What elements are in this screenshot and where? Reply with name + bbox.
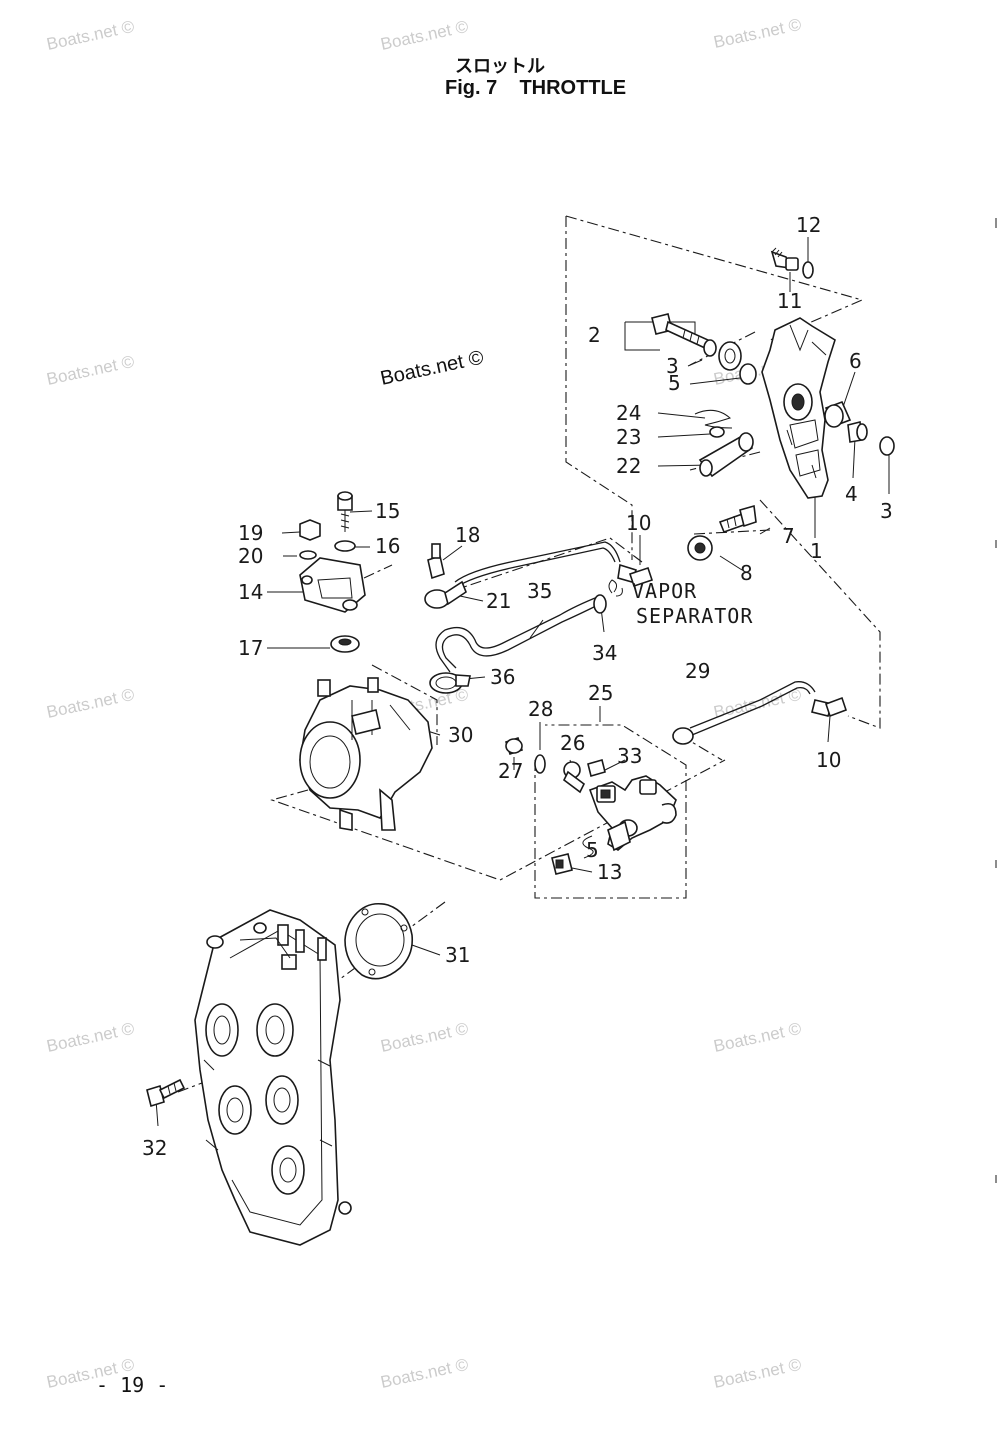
watermark: Boats.net © <box>45 685 137 722</box>
callout-31: 31 <box>445 943 470 967</box>
watermark: Boats.net © <box>712 1019 804 1056</box>
page-number: - 19 - <box>96 1373 169 1397</box>
gasket-31 <box>344 902 414 980</box>
callout-17: 17 <box>238 636 263 660</box>
callout-10: 10 <box>626 511 651 535</box>
watermark: Boats.net © <box>712 685 804 722</box>
watermark: Boats.net © <box>45 1019 137 1056</box>
title-japanese: スロットル <box>455 56 545 77</box>
callout-28: 28 <box>528 697 553 721</box>
watermark: Boats.net © <box>712 1355 804 1392</box>
callout-5: 5 <box>668 371 681 395</box>
callout-32: 32 <box>142 1136 167 1160</box>
callout-16: 16 <box>375 534 400 558</box>
callout-2: 2 <box>588 323 601 347</box>
callout-24: 24 <box>616 401 641 425</box>
watermark: Boats.net © <box>712 15 804 52</box>
callout-3: 3 <box>666 354 679 378</box>
watermark: Boats.net © <box>45 17 137 54</box>
callout-1: 1 <box>810 539 823 563</box>
callout-4: 4 <box>845 482 858 506</box>
callout-27: 27 <box>498 759 523 783</box>
callout-21: 21 <box>486 589 511 613</box>
callout-30: 30 <box>448 723 473 747</box>
watermark-dark: Boats.net © <box>378 347 485 390</box>
callout-18: 18 <box>455 523 480 547</box>
watermark: Boats.net © <box>45 352 137 389</box>
callout-14: 14 <box>238 580 263 604</box>
callout-11: 11 <box>777 289 802 313</box>
watermark: Boats.net © <box>379 17 471 54</box>
vapor-label: VAPOR <box>632 579 697 603</box>
callout-34: 34 <box>592 641 617 665</box>
watermark: Boats.net © <box>379 1019 471 1056</box>
callout-15: 15 <box>375 499 400 523</box>
callout-26: 26 <box>560 731 585 755</box>
throttle-rod-29 <box>672 681 848 745</box>
callout-5: 5 <box>586 838 599 862</box>
callout-33: 33 <box>617 744 642 768</box>
throttle-cam-assembly-25 <box>504 736 677 875</box>
watermarks: Boats.net © Boats.net © Boats.net © Boat… <box>45 15 804 1392</box>
callout-6: 6 <box>849 349 862 373</box>
separator-label: SEPARATOR <box>636 604 753 628</box>
callout-12: 12 <box>796 213 821 237</box>
callout-23: 23 <box>616 425 641 449</box>
callout-36: 36 <box>490 665 515 689</box>
throttle-link-rods <box>424 541 654 694</box>
callout-10: 10 <box>816 748 841 772</box>
callout-3: 3 <box>880 499 893 523</box>
callout-20: 20 <box>238 544 263 568</box>
callout-7: 7 <box>782 524 795 548</box>
throttle-lever-assembly <box>651 247 895 561</box>
callout-29: 29 <box>685 659 710 683</box>
figure-title: Fig. 7 THROTTLE <box>445 77 627 99</box>
callout-25: 25 <box>588 681 613 705</box>
callout-19: 19 <box>238 521 263 545</box>
callout-numbers: 12 11 2 3 5 6 24 23 22 4 3 7 1 8 10 15 1… <box>142 213 893 1160</box>
callout-8: 8 <box>740 561 753 585</box>
intake-manifold <box>146 909 352 1246</box>
callout-22: 22 <box>616 454 641 478</box>
watermark: Boats.net © <box>379 1355 471 1392</box>
callout-13: 13 <box>597 860 622 884</box>
vapor-separator-note: VAPOR SEPARATOR <box>608 579 753 628</box>
throttle-body-30 <box>299 491 433 831</box>
callout-35: 35 <box>527 579 552 603</box>
